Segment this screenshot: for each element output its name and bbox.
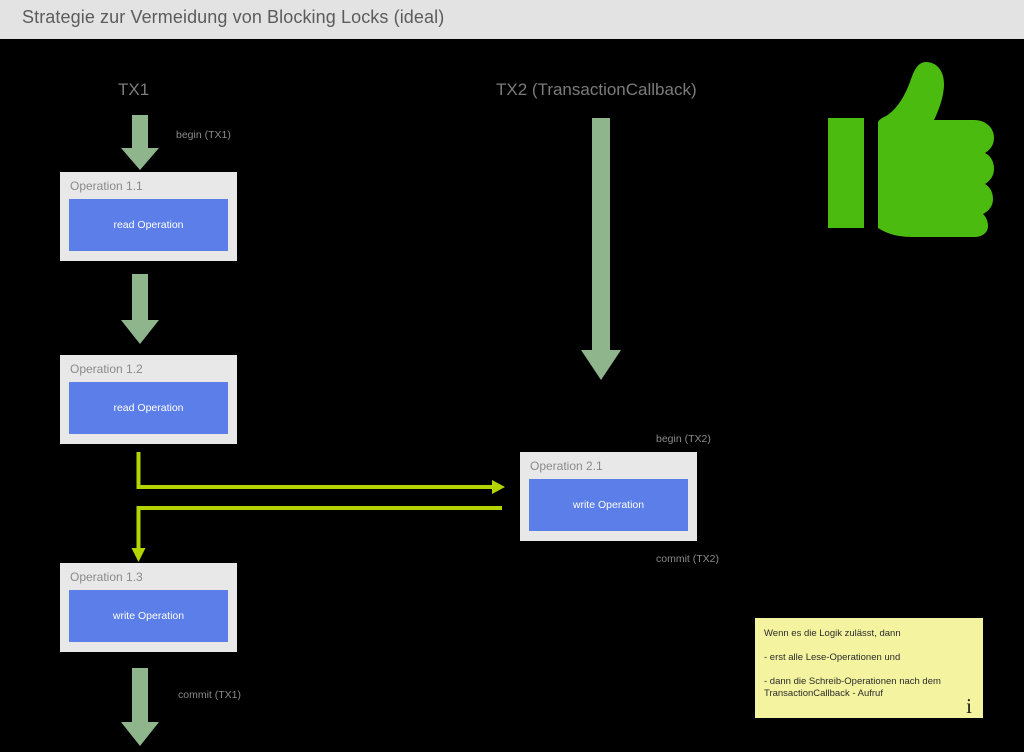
flow-arrowhead-right-icon: [492, 480, 505, 494]
operation-title: Operation 1.1: [70, 179, 143, 193]
operation-box-2-1[interactable]: Operation 2.1 write Operation: [520, 452, 697, 541]
operation-title: Operation 1.3: [70, 570, 143, 584]
flow-path-tx1-to-tx2: [136, 452, 492, 489]
label-begin-tx2: begin (TX2): [656, 433, 711, 445]
operation-body: read Operation: [69, 199, 228, 251]
tx2-timeline-arrow-icon: [581, 118, 621, 380]
commit-tx1-arrow-icon: [121, 668, 159, 746]
operation-body-label: read Operation: [113, 219, 184, 231]
operation-body: write Operation: [69, 590, 228, 642]
operation-box-1-1[interactable]: Operation 1.1 read Operation: [60, 172, 237, 261]
info-icon: i: [966, 694, 972, 718]
info-note-box: Wenn es die Logik zulässt, dann - erst a…: [755, 618, 983, 718]
label-commit-tx2: commit (TX2): [656, 553, 719, 565]
column-header-tx1: TX1: [118, 80, 150, 99]
lock-flow-connectors: [131, 452, 505, 562]
label-commit-tx1: commit (TX1): [178, 689, 241, 701]
operation-body-label: write Operation: [112, 610, 185, 622]
operation-body-label: write Operation: [572, 499, 645, 511]
operation-title: Operation 1.2: [70, 362, 143, 376]
label-begin-tx1: begin (TX1): [176, 129, 231, 141]
flow-arrow-op11-to-op12-icon: [121, 274, 159, 344]
operation-box-1-3[interactable]: Operation 1.3 write Operation: [60, 563, 237, 652]
page-title: Strategie zur Vermeidung von Blocking Lo…: [22, 7, 445, 27]
thumbs-up-icon: [828, 62, 994, 237]
window-titlebar: Strategie zur Vermeidung von Blocking Lo…: [0, 0, 1024, 39]
note-line-3: - dann die Schreib-Operationen nach dem …: [764, 676, 941, 699]
column-header-tx2: TX2 (TransactionCallback): [496, 80, 697, 99]
note-line-1: Wenn es die Logik zulässt, dann: [764, 628, 901, 639]
operation-box-1-2[interactable]: Operation 1.2 read Operation: [60, 355, 237, 444]
note-line-2: - erst alle Lese-Operationen und: [764, 652, 901, 663]
operation-body-label: read Operation: [113, 402, 184, 414]
begin-tx1-arrow-icon: [121, 115, 159, 170]
flow-arrowhead-down-icon: [131, 548, 146, 562]
operation-title: Operation 2.1: [530, 459, 603, 473]
operation-body: read Operation: [69, 382, 228, 434]
flow-path-tx2-to-tx1: [136, 506, 502, 548]
operation-body: write Operation: [529, 479, 688, 531]
